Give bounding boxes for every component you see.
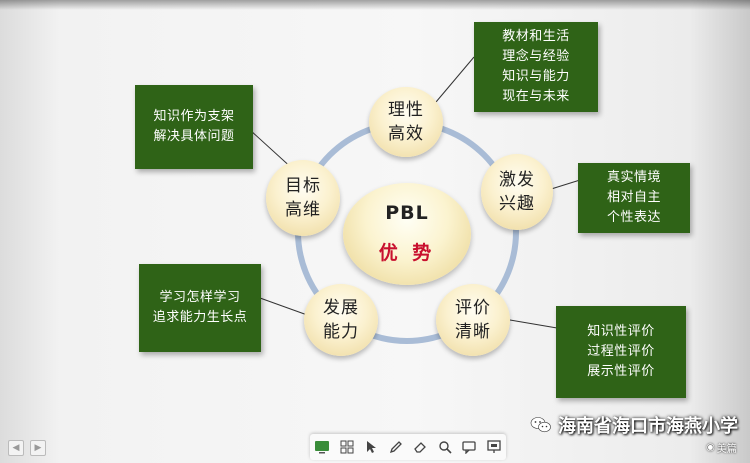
node-line: 清晰 bbox=[455, 322, 491, 342]
watermark-text: 海南省海口市海燕小学 bbox=[558, 416, 738, 437]
wechat-icon bbox=[530, 417, 551, 433]
line-bottom-left bbox=[259, 297, 311, 317]
box-bottom-right: 知识性评价 过程性评价 展示性评价 bbox=[556, 306, 686, 398]
box-line: 展示性评价 bbox=[587, 364, 655, 379]
logo-dot-icon: ◉ bbox=[706, 442, 715, 453]
node-line: 兴趣 bbox=[499, 194, 535, 214]
box-right: 真实情境 相对自主 个性表达 bbox=[578, 163, 690, 233]
node-line: 评价 bbox=[455, 298, 491, 318]
node-line: 理性 bbox=[388, 100, 424, 120]
node-line: 发展 bbox=[323, 298, 359, 318]
presentation-toolbar bbox=[310, 434, 506, 460]
box-line: 理念与经验 bbox=[502, 49, 570, 64]
box-line: 现在与未来 bbox=[502, 89, 570, 104]
box-line: 教材和生活 bbox=[502, 29, 570, 44]
corner-logo: ◉ 美篇 bbox=[706, 440, 737, 455]
node-line: 目标 bbox=[285, 176, 321, 196]
watermark: 海南省海口市海燕小学 bbox=[530, 412, 738, 438]
node-left: 目标高维 bbox=[266, 160, 340, 236]
line-top bbox=[435, 56, 475, 103]
box-line: 知识与能力 bbox=[502, 69, 570, 84]
grid-icon[interactable] bbox=[339, 439, 355, 455]
node-bottom-right: 评价清晰 bbox=[436, 284, 510, 356]
box-line: 个性表达 bbox=[606, 210, 661, 225]
node-top: 理性高效 bbox=[369, 87, 443, 157]
box-line: 真实情境 bbox=[606, 170, 661, 185]
box-line: 解决具体问题 bbox=[153, 129, 235, 144]
present-icon[interactable] bbox=[486, 439, 502, 455]
box-bottom-left: 学习怎样学习 追求能力生长点 bbox=[139, 264, 261, 352]
search-icon[interactable] bbox=[437, 439, 453, 455]
box-top-right: 教材和生活 理念与经验 知识与能力 现在与未来 bbox=[474, 22, 598, 112]
screen-icon[interactable] bbox=[314, 439, 330, 455]
next-slide-button[interactable]: ▶ bbox=[30, 440, 46, 456]
node-line: 激发 bbox=[499, 170, 535, 190]
slide-nav: ◀ ▶ bbox=[8, 440, 46, 456]
node-line: 能力 bbox=[323, 322, 359, 342]
pen-icon[interactable] bbox=[388, 439, 404, 455]
box-line: 知识作为支架 bbox=[153, 109, 235, 124]
node-line: 高维 bbox=[285, 200, 321, 220]
box-line: 相对自主 bbox=[606, 190, 661, 205]
prev-slide-button[interactable]: ◀ bbox=[8, 440, 24, 456]
line-right bbox=[547, 179, 581, 191]
top-shadow bbox=[0, 0, 750, 10]
box-top-left: 知识作为支架 解决具体问题 bbox=[135, 85, 253, 169]
box-line: 学习怎样学习 bbox=[159, 290, 241, 305]
center-title: PBL bbox=[385, 202, 429, 224]
box-line: 知识性评价 bbox=[587, 324, 655, 339]
box-line: 追求能力生长点 bbox=[152, 310, 248, 325]
pointer-icon[interactable] bbox=[363, 439, 379, 455]
node-right: 激发兴趣 bbox=[481, 154, 553, 230]
corner-logo-text: 美篇 bbox=[716, 444, 737, 455]
center-node: PBL 优 势 bbox=[343, 183, 471, 285]
node-bottom-left: 发展能力 bbox=[304, 284, 378, 356]
line-bottom-right bbox=[509, 319, 558, 329]
center-subtitle: 优 势 bbox=[378, 242, 436, 264]
box-line: 过程性评价 bbox=[587, 344, 655, 359]
node-line: 高效 bbox=[388, 124, 424, 144]
comment-icon[interactable] bbox=[461, 439, 477, 455]
eraser-icon[interactable] bbox=[412, 439, 428, 455]
